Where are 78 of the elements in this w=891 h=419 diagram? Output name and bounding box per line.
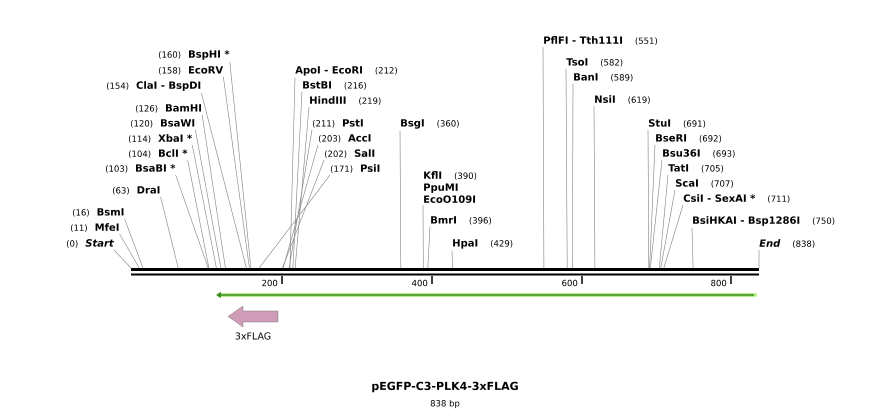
leader-line [452, 250, 453, 268]
leader-line [119, 234, 140, 268]
site-label: (154) ClaI - BspDI [106, 81, 200, 91]
leader-line [566, 68, 568, 268]
site-label: PflFI - Tth111I (551) [544, 36, 658, 45]
feature-arrow [228, 306, 278, 328]
site-label: BsgI (360) [401, 119, 459, 129]
tick-label: 200 [262, 280, 278, 286]
site-label: Bsu36I (693) [663, 149, 735, 158]
site-label: BstBI (216) [303, 81, 366, 90]
leader-line [124, 218, 144, 268]
leader-line [692, 228, 694, 268]
leader-line [223, 76, 250, 268]
feature-label: 3xFLAG [236, 332, 270, 340]
site-label: CsiI - SexAI * (711) [684, 194, 790, 203]
leader-line [201, 92, 247, 268]
site-label: BmrI (396) [431, 216, 492, 225]
leader-line [230, 62, 252, 268]
leader-line [428, 226, 430, 268]
leader-line [282, 144, 318, 268]
tick-label: 600 [562, 280, 578, 286]
site-label: (158) EcoRV [158, 66, 224, 75]
site-label: HindIII (219) [310, 96, 381, 105]
site-label: (211) PstI [312, 119, 363, 128]
leader-line [758, 250, 760, 268]
leader-line [664, 204, 684, 268]
leader-line [288, 130, 312, 268]
title: pEGFP-C3-PLK4-3xFLAG [372, 382, 518, 392]
leader-line [192, 144, 217, 268]
leader-line [572, 84, 574, 268]
leader-line [202, 114, 226, 268]
caption: 838 bp [430, 400, 460, 408]
site-label: KflI (390) PpuMI EcoO109I [424, 171, 476, 203]
site-label: ApoI - EcoRI (212) [295, 66, 397, 76]
site-label: StuI (691) [648, 119, 706, 128]
leader-line [292, 92, 302, 268]
leader-line [422, 204, 424, 268]
leader-line [542, 46, 544, 268]
leader-line [400, 130, 402, 268]
leader-line [175, 174, 209, 268]
leader-line [659, 174, 668, 268]
site-label: (114) XbaI * [128, 134, 192, 143]
site-label: HpaI (429) [453, 239, 512, 249]
site-label: (16) BsmI [72, 208, 124, 217]
leader-line [294, 106, 310, 268]
tick-label: 400 [412, 280, 428, 286]
site-label: (11) MfeI [70, 223, 119, 232]
leader-line [114, 250, 132, 268]
site-label: (120) BsaWI [130, 119, 194, 128]
site-label: (202) SalI [324, 149, 374, 158]
site-label: TsoI (582) [566, 58, 622, 67]
site-label: End (838) [759, 239, 814, 248]
site-label: (203) AccI [318, 134, 370, 143]
leader-line [258, 174, 330, 268]
site-label: TatI (705) [668, 164, 724, 173]
site-label: (63) DraI [112, 186, 160, 195]
site-label: BsiHKAI - Bsp1286I (750) [693, 216, 834, 226]
leader-line [648, 130, 650, 268]
site-label: (160) BspHI * [158, 50, 230, 60]
tick-label: 800 [711, 280, 726, 286]
site-label: NsiI (619) [595, 95, 650, 104]
site-label: BseRI (692) [656, 134, 722, 143]
site-label: (0) Start [66, 239, 114, 248]
leader-line [195, 130, 222, 268]
leader-line [649, 144, 656, 268]
leader-line [594, 106, 596, 268]
leader-line [650, 160, 662, 268]
leader-line [290, 77, 296, 268]
leader-line [160, 196, 179, 268]
site-label: (104) BclI * [128, 149, 188, 158]
leader-line [282, 160, 324, 268]
site-label: BanI (589) [574, 73, 633, 82]
site-label: (171) PsiI [330, 164, 380, 173]
site-label: ScaI (707) [676, 179, 733, 188]
site-label: (103) BsaBI * [106, 164, 176, 173]
site-label: (126) BamHI [136, 104, 202, 113]
leader-line [187, 160, 210, 268]
leader-line [660, 190, 676, 268]
